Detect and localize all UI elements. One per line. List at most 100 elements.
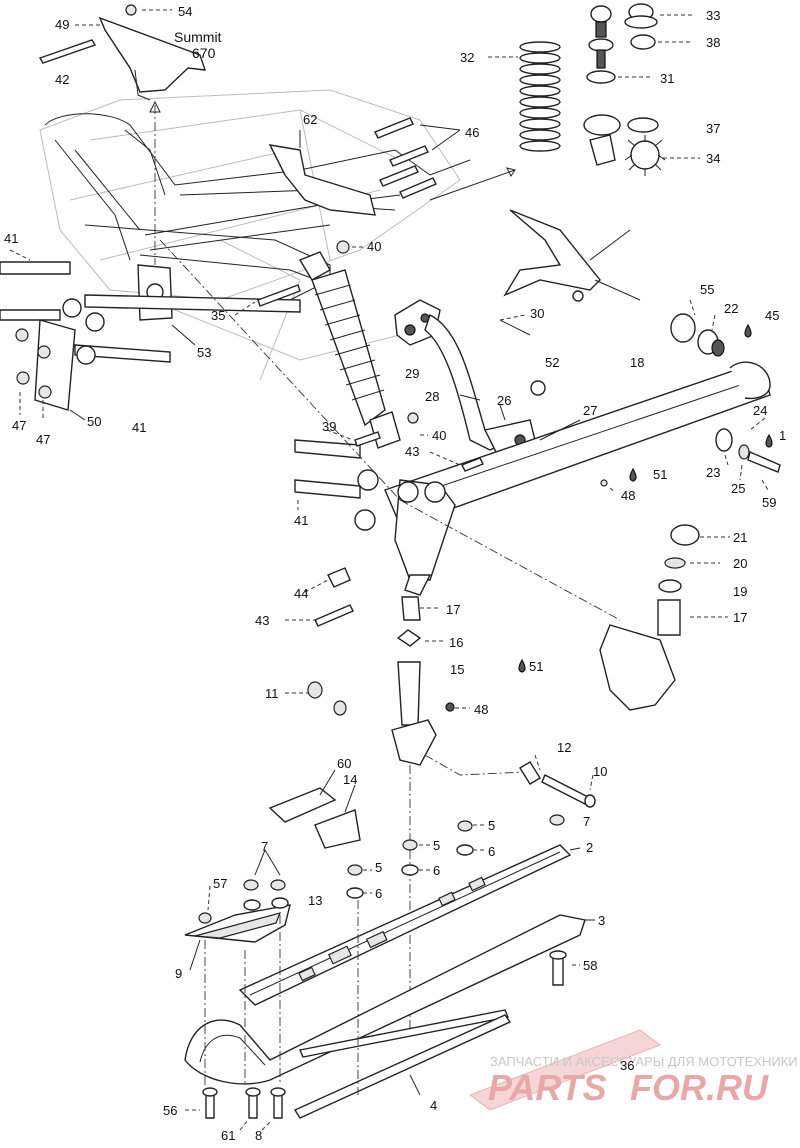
watermark-brand-left: PARTS (488, 1067, 607, 1108)
shock-coils (314, 284, 385, 401)
callout-40-mid: 40 (432, 428, 446, 443)
callout-36: 36 (620, 1058, 634, 1073)
callout-37: 37 (706, 121, 720, 136)
callout-14: 14 (343, 772, 357, 787)
callout-16: 16 (449, 635, 463, 650)
callout-51-upper: 51 (653, 467, 667, 482)
ski-rail-2 (238, 844, 572, 1006)
callout-32: 32 (460, 50, 474, 65)
callout-48-upper: 48 (621, 488, 635, 503)
callout-31: 31 (660, 71, 674, 86)
leader-lines (9, 9, 769, 1131)
callout-40-top: 40 (367, 239, 381, 254)
callout-35: 35 (211, 308, 225, 323)
callout-24: 24 (753, 403, 767, 418)
ski-3 (184, 914, 586, 1119)
ski-tip-9 (184, 904, 291, 943)
bolt-42 (38, 39, 97, 64)
callout-48-lower: 48 (474, 702, 488, 717)
callout-3: 3 (598, 913, 605, 928)
bolt-35 (257, 284, 301, 307)
callout-22: 22 (724, 301, 738, 316)
callout-38: 38 (706, 35, 720, 50)
callout-21: 21 (733, 530, 747, 545)
callout-28: 28 (425, 389, 439, 404)
callout-27: 27 (583, 403, 597, 418)
callout-50: 50 (87, 414, 101, 429)
callout-18: 18 (630, 355, 644, 370)
callout-43-upper: 43 (405, 444, 419, 459)
callout-39: 39 (322, 419, 336, 434)
callout-10: 10 (593, 764, 607, 779)
spring-32 (429, 41, 561, 201)
callout-19: 19 (733, 584, 747, 599)
steering-link-upper (503, 209, 641, 302)
callout-12: 12 (557, 740, 571, 755)
callout-61: 61 (221, 1128, 235, 1143)
watermark-brand-right: FOR.RU (630, 1067, 769, 1108)
callout-11: 11 (265, 686, 279, 701)
cross-shafts (0, 261, 379, 531)
bolt-10-assembly (519, 761, 596, 808)
callout-15: 15 (450, 662, 464, 677)
callout-30: 30 (530, 306, 544, 321)
small-parts-top-right (583, 3, 666, 176)
callout-51-lower: 51 (529, 659, 543, 674)
callout-60: 60 (337, 756, 351, 771)
bolt-43-upper (461, 457, 484, 472)
callout-1: 1 (779, 428, 786, 443)
callout-26: 26 (497, 393, 511, 408)
callout-54: 54 (178, 4, 192, 19)
spindle (307, 596, 526, 1030)
bolt-59 (747, 451, 781, 473)
callout-58: 58 (583, 958, 597, 973)
callout-56: 56 (163, 1103, 177, 1118)
lubricant-drop-icon (518, 323, 773, 673)
callout-41-mid: 41 (132, 420, 146, 435)
callout-23: 23 (706, 465, 720, 480)
callout-49: 49 (55, 17, 69, 32)
callout-41-top: 41 (4, 231, 18, 246)
callout-45: 45 (765, 308, 779, 323)
callout-47-left: 47 (12, 418, 26, 433)
callout-53: 53 (197, 345, 211, 360)
bracket-62 (268, 144, 376, 216)
callout-47-right: 47 (36, 432, 50, 447)
callout-labels: 54 49 42 33 38 32 31 37 34 62 46 41 40 3… (4, 4, 786, 1143)
callout-6-lower: 6 (375, 886, 382, 901)
runner-4 (293, 1014, 512, 1119)
callout-25: 25 (731, 481, 745, 496)
callout-59: 59 (762, 495, 776, 510)
callout-43-lower: 43 (255, 613, 269, 628)
bolts-46 (374, 117, 437, 199)
watermark-tagline: ЗАПЧАСТИ И АКСЕССУАРЫ ДЛЯ МОТОТЕХНИКИ (490, 1054, 798, 1069)
model-name: Summit (174, 29, 222, 45)
callout-46: 46 (465, 125, 479, 140)
callout-5-lower: 5 (375, 860, 382, 875)
callout-62: 62 (303, 112, 317, 127)
callout-17-right: 17 (733, 610, 747, 625)
callout-6-mid: 6 (433, 863, 440, 878)
small-hardware (198, 814, 567, 1119)
steering-arm-right (599, 524, 700, 711)
callout-7-right: 7 (583, 814, 590, 829)
callout-52: 52 (545, 355, 559, 370)
watermark: ЗАПЧАСТИ И АКСЕССУАРЫ ДЛЯ МОТОТЕХНИКИ PA… (469, 1029, 798, 1111)
right-end-parts (461, 313, 781, 487)
callout-44: 44 (294, 586, 308, 601)
callout-2: 2 (586, 840, 593, 855)
callout-29: 29 (405, 366, 419, 381)
callout-17-center: 17 (446, 602, 460, 617)
callout-33: 33 (706, 8, 720, 23)
callout-4: 4 (430, 1098, 437, 1113)
washer-16 (396, 629, 422, 647)
model-number: 670 (192, 45, 216, 61)
callout-9: 9 (175, 966, 182, 981)
top-plate (38, 4, 207, 265)
callout-41-low: 41 (294, 513, 308, 528)
callout-55: 55 (700, 282, 714, 297)
pads (268, 787, 361, 849)
lower-fasteners (314, 567, 354, 627)
callout-5-upper: 5 (488, 818, 495, 833)
